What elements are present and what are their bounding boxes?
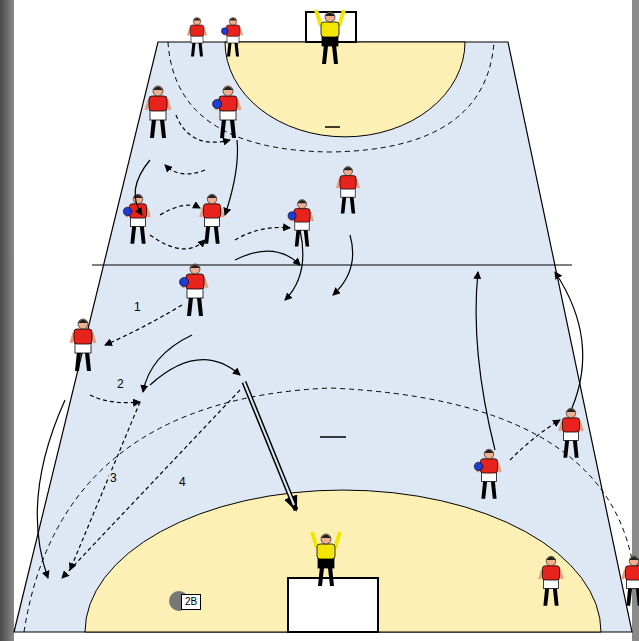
player-figure [71,319,95,371]
callout-number: 3 [109,471,118,485]
marker-text: 2B [185,596,197,607]
callout-number: 2 [116,377,125,391]
marker-box: 2B [181,594,201,610]
player-figure [288,200,313,247]
player-figure [213,86,241,138]
player-figure [540,556,563,605]
player-figure [221,18,242,57]
goalkeeper-figure [316,10,344,64]
player-figure [188,18,206,57]
callout-number: 1 [133,300,142,314]
player-figure [146,86,170,138]
player-figure [337,167,359,214]
callout-number: 4 [178,475,187,489]
player-figure [623,556,639,605]
player-figure [560,408,583,457]
player-figure [474,449,500,498]
player-figure [201,194,224,243]
goalkeeper-figure [312,532,340,586]
player-figure [180,264,208,316]
